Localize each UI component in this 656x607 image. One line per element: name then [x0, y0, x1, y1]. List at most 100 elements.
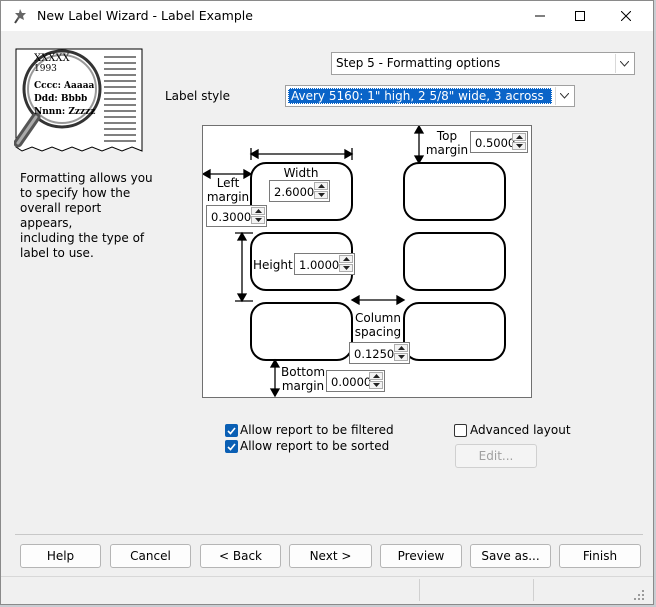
- spin-down-icon[interactable]: [369, 381, 383, 389]
- status-bar-divider: [419, 579, 420, 601]
- label-layout-diagram: Top margin 0.5000 Width 2.6000 Left marg…: [202, 125, 532, 398]
- finish-button[interactable]: Finish: [559, 544, 641, 568]
- illustration-line2: 1993: [34, 64, 57, 74]
- spin-down-icon[interactable]: [394, 353, 408, 361]
- status-bar-divider: [533, 579, 534, 601]
- allow-sorted-checkbox[interactable]: Allow report to be sorted: [223, 439, 393, 455]
- column-spacing-label: Column spacing: [354, 311, 402, 339]
- checkbox-checked-icon[interactable]: [225, 424, 238, 437]
- save-as-button[interactable]: Save as...: [470, 544, 551, 568]
- left-margin-spin-buttons[interactable]: [251, 207, 265, 225]
- top-margin-label: Top margin: [425, 129, 469, 157]
- spin-down-icon[interactable]: [314, 191, 328, 199]
- checkbox-checked-icon[interactable]: [225, 440, 238, 453]
- wizard-illustration: XXXXX 1993 Cccc: Aaaaa Ddd: Bbbb Nnnn: Z…: [14, 47, 144, 155]
- maximize-button[interactable]: [557, 1, 603, 31]
- left-margin-value: 0.3000: [211, 210, 252, 224]
- spin-down-icon[interactable]: [339, 264, 353, 272]
- label-layout-graphic: [203, 126, 506, 397]
- advanced-layout-checkbox[interactable]: Advanced layout: [452, 423, 572, 439]
- spin-down-icon[interactable]: [512, 142, 526, 150]
- cancel-button-label: Cancel: [130, 549, 171, 563]
- label-cell: [403, 162, 506, 221]
- bottom-margin-label: Bottom margin: [281, 365, 326, 393]
- column-spacing-spin-buttons[interactable]: [394, 344, 408, 362]
- top-margin-spin-buttons[interactable]: [512, 133, 526, 151]
- height-label: Height: [253, 258, 293, 272]
- spin-up-icon[interactable]: [369, 372, 383, 380]
- back-button[interactable]: < Back: [200, 544, 281, 568]
- minimize-button[interactable]: [517, 1, 563, 31]
- label-cell: [250, 162, 353, 221]
- chevron-down-icon: [560, 93, 569, 99]
- help-button-label: Help: [46, 549, 75, 563]
- label-style-value: Avery 5160: 1" high, 2 5/8" wide, 3 acro…: [288, 88, 552, 104]
- next-button[interactable]: Next >: [289, 544, 372, 568]
- wizard-wand-icon: [14, 9, 26, 24]
- label-style-label: Label style: [165, 89, 230, 103]
- step-select-dropdown-button[interactable]: [615, 54, 633, 73]
- label-cell: [250, 302, 353, 361]
- step-select-value: Step 5 - Formatting options: [336, 56, 501, 70]
- step-select[interactable]: Step 5 - Formatting options: [331, 52, 635, 75]
- spin-up-icon[interactable]: [512, 133, 526, 141]
- status-bar: [1, 576, 653, 605]
- close-button[interactable]: [603, 1, 649, 31]
- close-icon: [621, 11, 631, 21]
- top-margin-spinner[interactable]: 0.5000: [470, 131, 528, 153]
- spin-up-icon[interactable]: [251, 207, 265, 215]
- allow-filtered-label: Allow report to be filtered: [240, 423, 394, 437]
- finish-button-label: Finish: [582, 549, 618, 563]
- window-title: New Label Wizard - Label Example: [37, 8, 253, 23]
- preview-button-label: Preview: [397, 549, 445, 563]
- next-button-label: Next >: [309, 549, 352, 563]
- width-spin-buttons[interactable]: [314, 182, 328, 200]
- spin-up-icon[interactable]: [394, 344, 408, 352]
- spin-up-icon[interactable]: [339, 255, 353, 263]
- height-spinner[interactable]: 1.0000: [294, 253, 355, 275]
- illustration-line4: Ddd: Bbbb: [34, 94, 88, 104]
- chevron-down-icon: [620, 60, 629, 67]
- label-style-select[interactable]: Avery 5160: 1" high, 2 5/8" wide, 3 acro…: [285, 85, 575, 107]
- width-value: 2.6000: [274, 185, 315, 199]
- cancel-button[interactable]: Cancel: [110, 544, 191, 568]
- title-bar[interactable]: New Label Wizard - Label Example: [1, 1, 653, 31]
- column-spacing-value: 0.1250: [354, 347, 395, 361]
- left-margin-spinner[interactable]: 0.3000: [206, 205, 267, 227]
- save-as-button-label: Save as...: [481, 549, 540, 563]
- illustration-line5: Nnnn: Zzzzz: [34, 107, 96, 117]
- bottom-margin-spinner[interactable]: 0.0000: [326, 370, 385, 392]
- resize-grip-icon[interactable]: [633, 589, 645, 601]
- minimize-icon: [535, 15, 545, 17]
- allow-filtered-checkbox[interactable]: Allow report to be filtered: [223, 423, 394, 439]
- label-cell: [403, 232, 506, 291]
- button-bar-separator: [15, 534, 643, 535]
- left-margin-label: Left margin: [206, 176, 250, 204]
- bottom-margin-spin-buttons[interactable]: [369, 372, 383, 390]
- spin-up-icon[interactable]: [314, 182, 328, 190]
- edit-button-label: Edit...: [478, 449, 514, 463]
- preview-button[interactable]: Preview: [380, 544, 462, 568]
- illustration-line3: Cccc: Aaaaa: [34, 81, 95, 91]
- checkbox-unchecked-icon[interactable]: [454, 424, 467, 437]
- width-label: Width: [283, 166, 319, 180]
- spin-down-icon[interactable]: [251, 216, 265, 224]
- allow-sorted-label: Allow report to be sorted: [240, 439, 390, 453]
- maximize-icon: [575, 11, 585, 21]
- illustration-line1: XXXXX: [34, 53, 70, 64]
- magnifier-document-icon: [14, 48, 143, 152]
- help-button[interactable]: Help: [20, 544, 101, 568]
- advanced-layout-label: Advanced layout: [470, 423, 571, 437]
- height-value: 1.0000: [299, 258, 340, 272]
- column-spacing-spinner[interactable]: 0.1250: [349, 342, 410, 364]
- bottom-margin-value: 0.0000: [331, 375, 372, 389]
- edit-button[interactable]: Edit...: [455, 444, 537, 468]
- label-cell: [403, 302, 506, 361]
- height-spin-buttons[interactable]: [339, 255, 353, 273]
- step-description: Formatting allows you to specify how the…: [20, 171, 153, 260]
- back-button-label: < Back: [218, 549, 262, 563]
- width-spinner[interactable]: 2.6000: [269, 180, 330, 202]
- top-margin-value: 0.5000: [475, 136, 516, 150]
- label-style-dropdown-button[interactable]: [555, 87, 573, 105]
